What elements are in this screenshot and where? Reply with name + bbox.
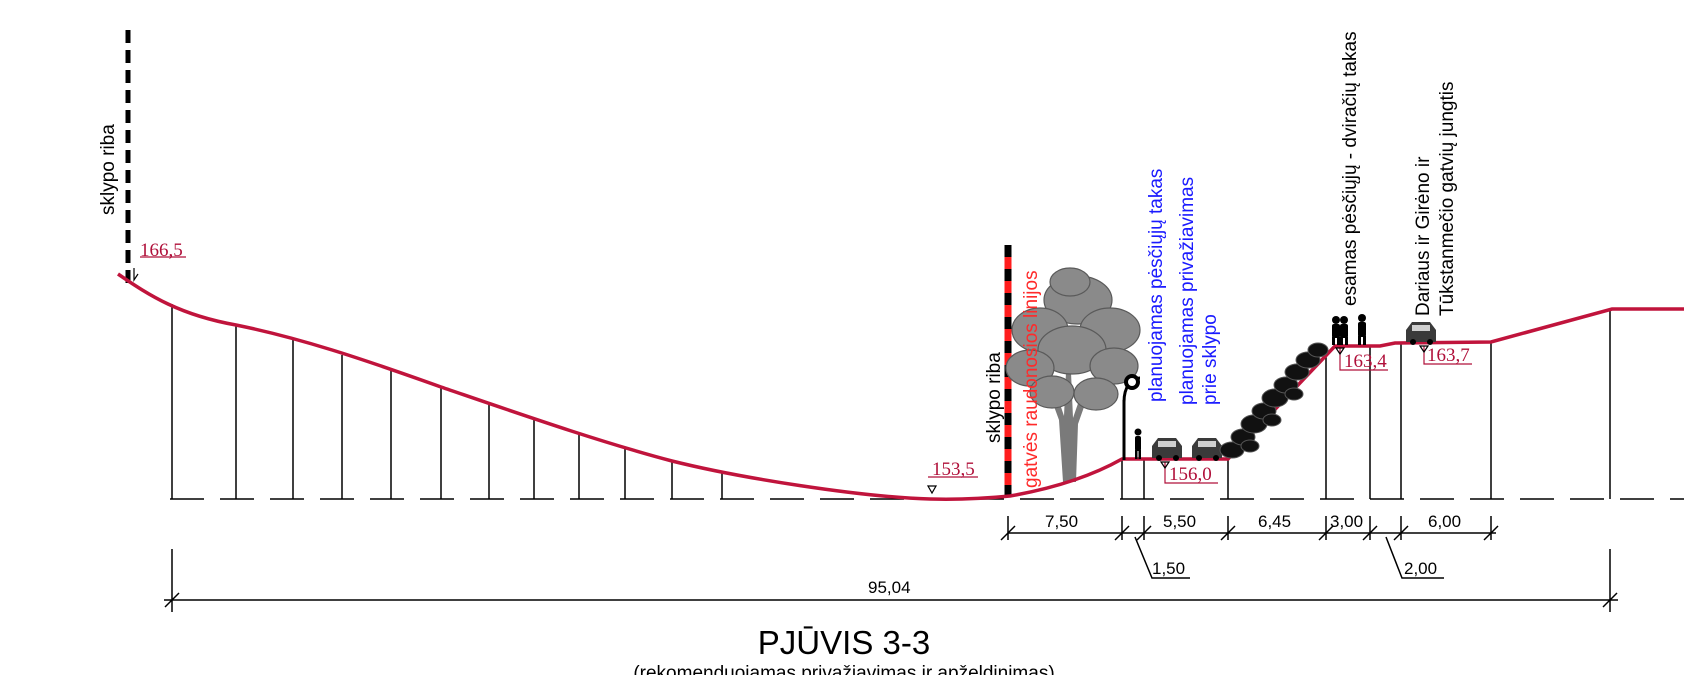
- elevation-junction-level: 163,7: [1427, 345, 1470, 366]
- label-junction-2: Tūkstanmečio gatvių jungtis: [1437, 82, 1458, 316]
- label-plot-boundary-mid: sklypo riba: [984, 352, 1005, 443]
- section-title: PJŪVIS 3-3: [758, 624, 930, 661]
- dim-6-45: 6,45: [1258, 512, 1291, 531]
- elevation-valley: 153,5: [932, 459, 975, 480]
- dim-5-50: 5,50: [1163, 512, 1196, 531]
- elevation-path-level: 163,4: [1344, 351, 1387, 372]
- elevation-marker: [926, 476, 978, 495]
- car-icon: [1152, 438, 1182, 461]
- elevation-access-road: 156,0: [1169, 464, 1212, 485]
- elevation-marker: [1418, 345, 1472, 365]
- label-planned-access-2: prie sklypo: [1200, 314, 1221, 405]
- total-dimension: [164, 549, 1618, 612]
- pedestrians-icon: [1332, 314, 1366, 345]
- dim-2-00: 2,00: [1404, 559, 1437, 578]
- section-subtitle: (rekomenduojamas privažiavimas ir apželd…: [633, 663, 1054, 675]
- pedestrian-icon: [1134, 428, 1142, 459]
- dim-total: 95,04: [868, 578, 911, 597]
- street-lamp-icon: [1122, 374, 1141, 460]
- label-plot-boundary-left: sklypo riba: [98, 124, 119, 215]
- label-planned-footpath: planuojamas pėsčiųjų takas: [1146, 169, 1167, 402]
- shrubs-on-slope: [1219, 342, 1329, 459]
- dim-7-50: 7,50: [1045, 512, 1078, 531]
- terrain-profile: [117, 272, 1684, 501]
- elevation-marker: [133, 256, 186, 282]
- label-planned-access-1: planuojamas privažiavimas: [1177, 177, 1198, 405]
- dimension-chain: [1000, 516, 1499, 579]
- elevation-marker: [1334, 347, 1388, 371]
- car-icon: [1406, 322, 1436, 345]
- label-junction-1: Dariaus ir Girėno ir: [1413, 156, 1434, 316]
- label-red-lines: gatvės raudonosios linijos: [1021, 270, 1042, 488]
- dim-1-50: 1,50: [1152, 559, 1185, 578]
- elevation-marker: [1159, 461, 1218, 484]
- tree-illustration: [1005, 267, 1141, 482]
- dim-3-00: 3,00: [1330, 512, 1363, 531]
- label-existing-path: esamas pėsčiųjų - dviračių takas: [1340, 31, 1361, 306]
- elevation-left-top: 166,5: [140, 240, 183, 261]
- car-icon: [1192, 438, 1222, 461]
- station-lines: [171, 304, 1611, 499]
- dim-6-00: 6,00: [1428, 512, 1461, 531]
